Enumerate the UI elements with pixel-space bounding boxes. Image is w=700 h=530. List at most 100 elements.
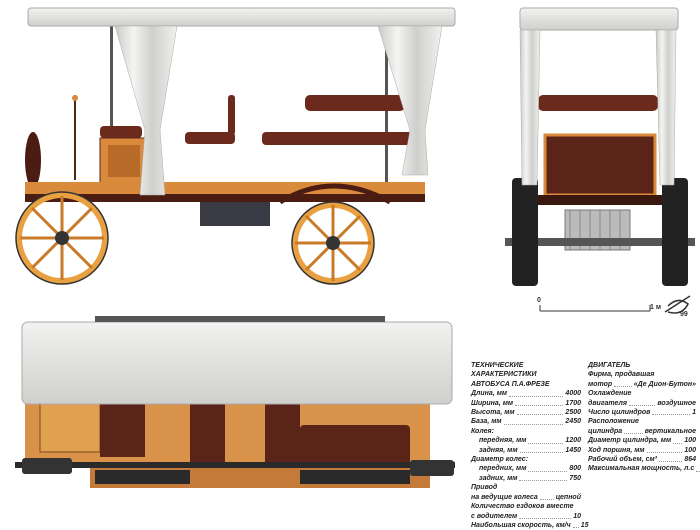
spec-value: 1200	[565, 437, 581, 445]
leader-dots	[673, 442, 683, 444]
spec-label: Диаметр цилиндра, мм	[588, 437, 672, 445]
front-view	[505, 7, 695, 286]
spec-row: База, мм 2450	[471, 417, 581, 426]
leader-dots	[528, 442, 564, 444]
spec-label: Длина, мм	[471, 390, 508, 398]
spec-label: цилиндра	[588, 427, 623, 435]
front-wheel	[15, 191, 109, 285]
spec-label: на ведущие колеса	[471, 493, 538, 501]
spec-label: передняя, мм	[479, 437, 527, 445]
bus-drawing	[15, 7, 695, 488]
leader-dots	[652, 414, 691, 416]
spec-row: Количество ездоков вместе	[471, 502, 581, 511]
leader-dots	[628, 405, 656, 407]
spec-label: с водителем	[471, 512, 518, 520]
signature-year: 99	[680, 311, 688, 318]
leader-dots	[646, 452, 683, 454]
spec-label: Привод	[471, 484, 498, 492]
spec-value: 2450	[565, 418, 581, 426]
spec-row: цилиндра вертикальное	[588, 427, 696, 436]
leader-dots	[696, 470, 700, 472]
spec-row: задняя, мм 1450	[471, 446, 581, 455]
leader-dots	[516, 414, 564, 416]
spec-value: воздушное	[657, 399, 696, 407]
spec-row: Рабочий объем, см³ 864	[588, 455, 696, 464]
spec-row: Привод	[471, 483, 581, 492]
spec-value: 1450	[565, 446, 581, 454]
leader-dots	[519, 480, 568, 482]
leader-dots	[515, 405, 564, 407]
scale-one-meter: 1 м	[650, 304, 662, 311]
engine-title: ДВИГАТЕЛЬ	[588, 362, 631, 369]
specs-subtitle: АВТОБУСА П.А.ФРЕЗЕ	[471, 380, 550, 388]
scale-zero: 0	[537, 297, 541, 304]
spec-value: 10	[573, 512, 581, 520]
spec-label: Фирма, продавшая	[588, 371, 655, 379]
specs-title: ТЕХНИЧЕСКИЕ ХАРАКТЕРИСТИКИ	[471, 362, 537, 379]
spec-row: Высота, мм 2500	[471, 408, 581, 417]
rear-wheel	[291, 201, 375, 285]
top-view	[15, 316, 455, 488]
spec-label: мотор	[588, 380, 613, 388]
spec-value: 1700	[565, 399, 581, 407]
leader-dots	[528, 470, 568, 472]
side-view	[15, 7, 456, 285]
vehicle-specs: ТЕХНИЧЕСКИЕ ХАРАКТЕРИСТИКИ АВТОБУСА П.А.…	[471, 361, 589, 530]
leader-dots	[519, 517, 572, 519]
spec-label: двигателя	[588, 399, 627, 407]
spec-row: Фирма, продавшая	[588, 370, 696, 379]
spec-label: Количество ездоков вместе	[471, 503, 574, 511]
spec-row: Расположение	[588, 417, 696, 426]
leader-dots	[614, 386, 632, 388]
spec-row: Максимальная мощность, л.с8	[588, 464, 700, 473]
spec-label: Максимальная мощность, л.с	[588, 465, 695, 473]
spec-label: Число цилиндров	[588, 409, 651, 417]
spec-label: задняя, мм	[479, 446, 518, 454]
spec-label: Наибольшая скорость, км/ч	[471, 521, 571, 529]
spec-label: Ширина, мм	[471, 399, 514, 407]
spec-value: 2500	[565, 409, 581, 417]
signature-logo	[664, 295, 691, 314]
spec-label: Диаметр колес:	[471, 456, 529, 464]
spec-value: 100	[684, 446, 696, 454]
spec-value: «Де Дион-Бутон»	[633, 380, 696, 388]
spec-row: Диаметр колес:	[471, 455, 581, 464]
spec-value: 864	[684, 456, 696, 464]
spec-row: Ход поршня, мм 100	[588, 446, 696, 455]
spec-row: на ведущие колеса цепной	[471, 493, 581, 502]
spec-row: Число цилиндров 1	[588, 408, 696, 417]
spec-row: задних, мм 750	[471, 474, 581, 483]
spec-row: Колея:	[471, 427, 581, 436]
spec-label: задних, мм	[479, 474, 518, 482]
leader-dots	[539, 499, 554, 501]
spec-value: 1	[692, 409, 696, 417]
spec-value: 100	[684, 437, 696, 445]
spec-row: Наибольшая скорость, км/ч 15	[471, 521, 589, 530]
spec-label: Высота, мм	[471, 409, 515, 417]
spec-label: Ход поршня, мм	[588, 446, 645, 454]
spec-label: Расположение	[588, 418, 639, 426]
spec-value: цепной	[555, 493, 581, 501]
spec-value: вертикальное	[644, 427, 696, 435]
spec-row: Охлаждение	[588, 389, 696, 398]
leader-dots	[624, 433, 643, 435]
spec-label: Охлаждение	[588, 390, 632, 398]
spec-value: 4000	[565, 390, 581, 398]
spec-row: Диаметр цилиндра, мм 100	[588, 436, 696, 445]
spec-row: с водителем 10	[471, 512, 581, 521]
spec-label: Рабочий объем, см³	[588, 456, 657, 464]
spec-label: Колея:	[471, 427, 494, 435]
leader-dots	[519, 452, 564, 454]
spec-label: База, мм	[471, 418, 502, 426]
leader-dots	[572, 527, 579, 529]
spec-row: Длина, мм 4000	[471, 389, 581, 398]
spec-row: мотор «Де Дион-Бутон»	[588, 380, 696, 389]
scale-bar	[539, 295, 691, 314]
spec-value: 15	[580, 521, 589, 529]
spec-value: 800	[569, 465, 581, 473]
leader-dots	[509, 395, 564, 397]
spec-value: 750	[569, 474, 581, 482]
leader-dots	[503, 423, 564, 425]
